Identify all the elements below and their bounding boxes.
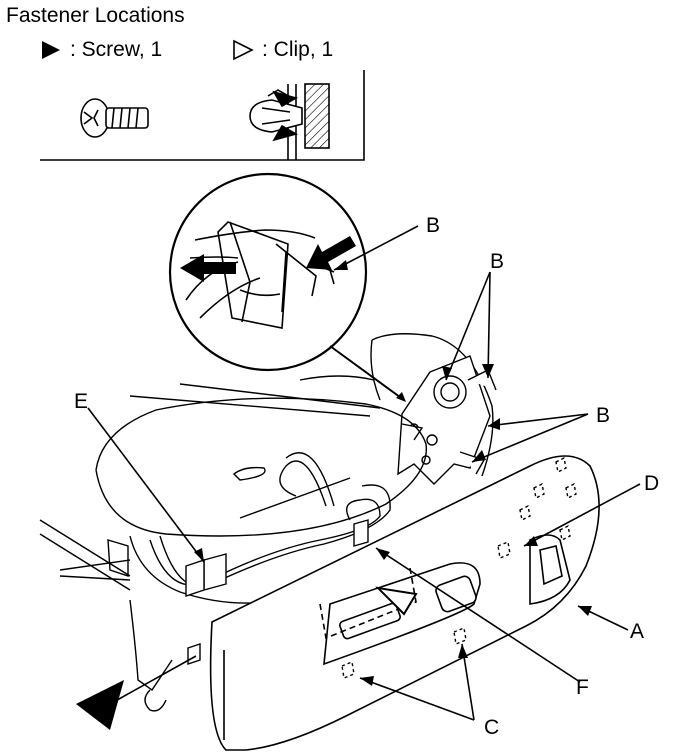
callout-arrowheads [194, 260, 592, 686]
callout-b-upper: B [490, 250, 505, 273]
callout-f: F [576, 676, 589, 699]
detail-leader [329, 345, 405, 401]
detail-left-arrow [180, 254, 236, 282]
seat-back [129, 333, 494, 477]
detail-clip-arrow [306, 236, 356, 270]
page-title: Fastener Locations [6, 4, 185, 27]
legend-clip: : Clip, 1 [232, 38, 333, 62]
clip-pointer-icon [375, 586, 418, 616]
legend-screw: : Screw, 1 [40, 38, 162, 62]
recliner-bracket [397, 355, 497, 485]
clip-illustration [249, 83, 330, 160]
legend-clip-label: : Clip, 1 [262, 38, 334, 61]
detail-leader-head [396, 392, 406, 402]
legend-screw-label: : Screw, 1 [70, 38, 163, 61]
callout-b-detail: B [426, 214, 441, 237]
outline-triangle-icon [233, 39, 254, 61]
filled-triangle-icon [42, 41, 60, 59]
detail-circle [168, 172, 368, 372]
wire-harness [149, 452, 391, 588]
connector-e [185, 553, 227, 597]
screw-illustration [80, 98, 149, 138]
callout-d: D [644, 472, 660, 495]
cover-clip-markers [341, 456, 577, 679]
screw-pointer-leader [109, 655, 197, 705]
legend-box [40, 70, 365, 161]
seat-cushion [95, 397, 427, 604]
screw-pointer-icon [76, 680, 124, 730]
callout-c: C [484, 716, 500, 739]
callout-e: E [74, 390, 89, 413]
side-cover [209, 455, 600, 751]
seat-rail [39, 519, 173, 712]
callout-b-side: B [596, 404, 611, 427]
detail-clip-drawing [185, 221, 335, 329]
callout-leaders [87, 225, 641, 721]
callout-a: A [630, 620, 645, 643]
screw-marker [187, 643, 201, 665]
connector-f [353, 519, 369, 547]
